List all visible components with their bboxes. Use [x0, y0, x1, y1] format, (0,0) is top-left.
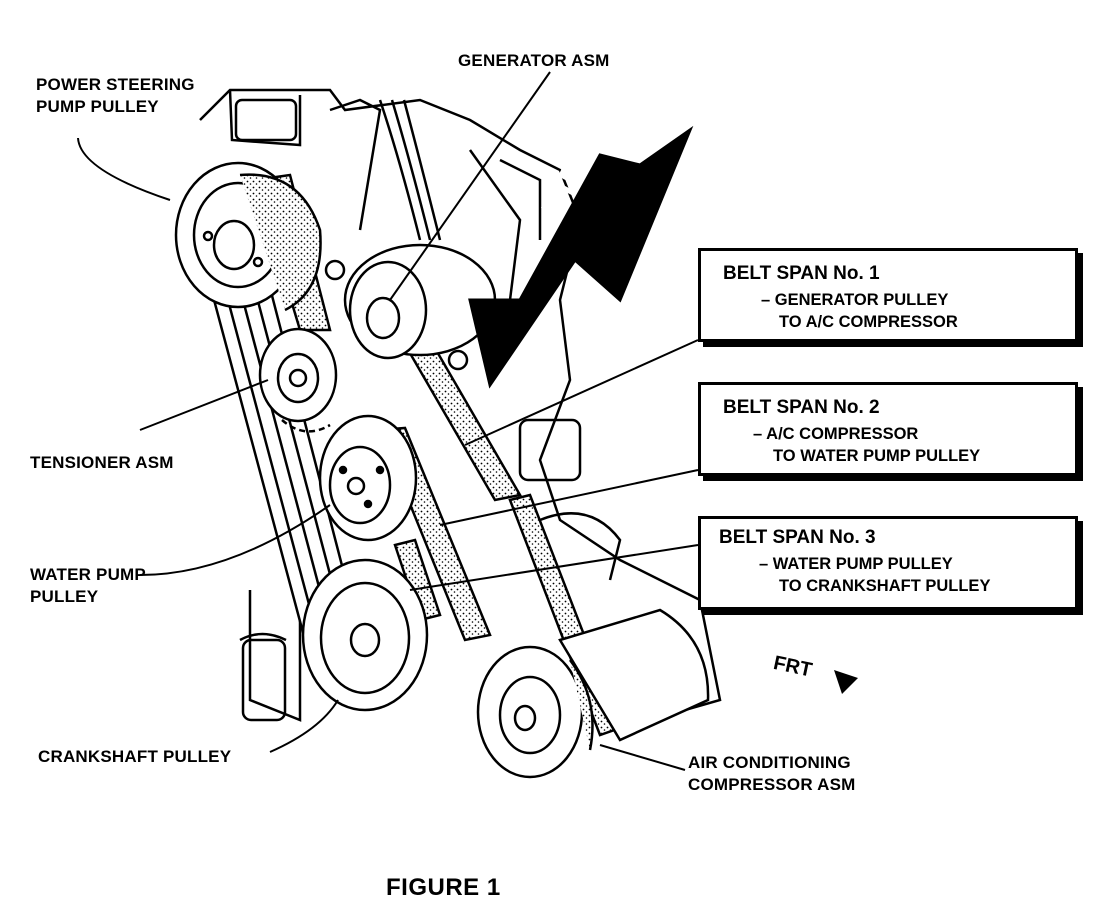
power-steering-label-line2: PUMP PULLEY: [36, 97, 159, 116]
water-pump-label-line1: WATER PUMP: [30, 565, 146, 584]
belt-span-3-title: BELT SPAN No. 3: [719, 527, 876, 548]
front-arrow-icon: [834, 670, 858, 694]
power-steering-pulley: [174, 161, 322, 312]
air-conditioning-label: AIR CONDITIONING COMPRESSOR ASM: [688, 752, 855, 796]
leader-lines: [77, 71, 699, 771]
figure-caption: FIGURE 1: [386, 874, 501, 901]
belt-span-3-line2: TO CRANKSHAFT PULLEY: [779, 577, 991, 595]
belt-span-2-line2: TO WATER PUMP PULLEY: [773, 447, 981, 465]
air-conditioning-label-line2: COMPRESSOR ASM: [688, 775, 856, 794]
water-pump-pulley: [318, 414, 418, 542]
generator-pulley: [324, 243, 497, 371]
belt-span-1-title: BELT SPAN No. 1: [723, 263, 880, 284]
air-conditioning-label-line1: AIR CONDITIONING: [688, 753, 851, 772]
crankshaft-pulley: [301, 558, 429, 712]
belt-span-2-line1: – A/C COMPRESSOR: [753, 425, 919, 443]
ac-compressor: [476, 608, 710, 779]
belt-span-2-box: BELT SPAN No. 2 – A/C COMPRESSOR TO WATE…: [698, 382, 1078, 476]
view-a-arrow: [468, 125, 694, 389]
belt-span-3-line1: – WATER PUMP PULLEY: [759, 555, 953, 573]
power-steering-label: POWER STEERING PUMP PULLEY: [36, 74, 195, 118]
belt-span-1-line2: TO A/C COMPRESSOR: [779, 313, 958, 331]
tensioner: [258, 327, 338, 433]
belt-span-1-line1: – GENERATOR PULLEY: [761, 291, 949, 309]
generator-label: GENERATOR ASM: [458, 51, 610, 70]
water-pump-label-line2: PULLEY: [30, 587, 99, 606]
crankshaft-label: CRANKSHAFT PULLEY: [38, 747, 232, 766]
power-steering-label-line1: POWER STEERING: [36, 75, 195, 94]
water-pump-label: WATER PUMP PULLEY: [30, 564, 146, 608]
belt-span-2-title: BELT SPAN No. 2: [723, 397, 880, 418]
tensioner-label: TENSIONER ASM: [30, 453, 174, 472]
belt-span-1-box: BELT SPAN No. 1 – GENERATOR PULLEY TO A/…: [698, 248, 1078, 342]
belt-span-3-box: BELT SPAN No. 3 – WATER PUMP PULLEY TO C…: [698, 516, 1078, 610]
